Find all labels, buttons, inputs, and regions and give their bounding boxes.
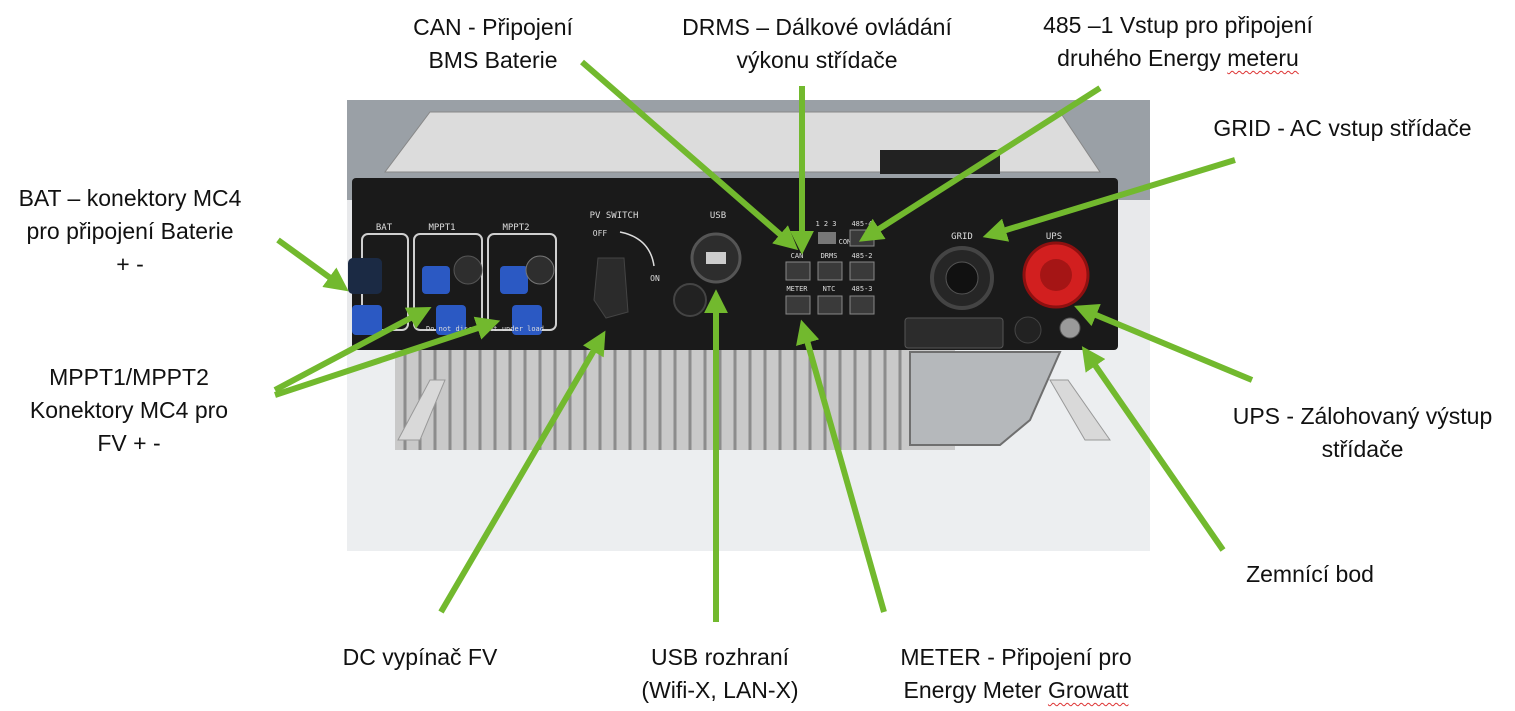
- label-mppt: MPPT1/MPPT2 Konektory MC4 pro FV + -: [0, 361, 258, 460]
- comm-ports: 1 2 3 COM 485-4 CAN DRMS 485-2 METER NTC…: [785, 220, 875, 315]
- label-mppt-line-3: FV + -: [97, 430, 161, 456]
- label-485-line-2b: meteru: [1227, 45, 1299, 71]
- label-bat: BAT – konektory MC4 pro připojení Bateri…: [0, 182, 260, 281]
- label-dc-switch: DC vypínač FV: [322, 641, 518, 674]
- pv-switch-knob[interactable]: [593, 257, 629, 319]
- label-mppt-line-2: Konektory MC4 pro: [29, 397, 229, 423]
- mppt1-panel-label: MPPT1: [428, 223, 455, 233]
- label-meter-line-1: METER - Připojení pro: [900, 644, 1132, 670]
- label-485-line-2a: druhého Energy: [1057, 45, 1228, 71]
- usb-panel-label: USB: [710, 211, 726, 221]
- label-485: 485 –1 Vstup pro připojení druhého Energ…: [1000, 9, 1356, 75]
- label-bat-line-3: + -: [116, 251, 144, 277]
- label-can: CAN - Připojení BMS Baterie: [393, 11, 593, 77]
- label-dc-switch-line-1: DC vypínač FV: [342, 644, 498, 670]
- vent-plug: [1014, 316, 1042, 344]
- label-ups-line-1: UPS - Zálohovaný výstup: [1232, 403, 1493, 429]
- label-can-line-2: BMS Baterie: [428, 47, 558, 73]
- port-485-3-label: 485-3: [851, 285, 872, 293]
- grid-panel-label: GRID: [951, 232, 973, 242]
- dip-numbers: 1 2 3: [815, 220, 836, 228]
- label-ground: Zemnící bod: [1225, 558, 1395, 591]
- label-usb: USB rozhraní (Wifi-X, LAN-X): [612, 641, 828, 707]
- pv-switch-panel-label: PV SWITCH: [590, 211, 639, 221]
- port-ntc[interactable]: [817, 295, 843, 315]
- label-usb-line-1: USB rozhraní: [650, 644, 790, 670]
- label-meter: METER - Připojení pro Energy Meter Growa…: [868, 641, 1164, 707]
- usb-slot: [706, 252, 726, 264]
- port-meter-label: METER: [786, 285, 808, 293]
- grid-connector-inner: [945, 261, 979, 295]
- port-can[interactable]: [785, 261, 811, 281]
- on-label: ON: [650, 274, 660, 283]
- mppt2-panel-label: MPPT2: [502, 223, 529, 233]
- label-meter-line-2: Energy Meter Growatt: [868, 674, 1164, 707]
- port-485-2-label: 485-2: [851, 252, 872, 260]
- bat-panel-label: BAT: [376, 223, 393, 233]
- label-meter-line-2a: Energy Meter: [903, 677, 1048, 703]
- port-drms-label: DRMS: [821, 252, 838, 260]
- label-grid: GRID - AC vstup střídače: [1170, 112, 1515, 145]
- label-drms-line-2: výkonu střídače: [736, 47, 898, 73]
- label-bat-line-2: pro připojení Baterie: [26, 218, 234, 244]
- inverter-display: [880, 150, 1000, 174]
- ground-screw[interactable]: [1059, 317, 1081, 339]
- ups-panel-label: UPS: [1046, 232, 1062, 242]
- com-label: COM: [839, 238, 852, 246]
- label-grid-line-1: GRID - AC vstup střídače: [1213, 115, 1472, 141]
- label-ground-line-1: Zemnící bod: [1246, 561, 1374, 587]
- label-mppt-line-1: MPPT1/MPPT2: [49, 364, 209, 390]
- label-bat-line-1: BAT – konektory MC4: [18, 185, 242, 211]
- label-drms: DRMS – Dálkové ovládání výkonu střídače: [652, 11, 982, 77]
- cover-plate: [909, 351, 1062, 446]
- label-drms-line-1: DRMS – Dálkové ovládání: [682, 14, 952, 40]
- warning-text: Do not disconnect under load: [426, 325, 544, 333]
- label-meter-line-2b: Growatt: [1047, 677, 1129, 703]
- label-usb-line-2: (Wifi-X, LAN-X): [641, 677, 799, 703]
- label-485-line-2: druhého Energy meteru: [1000, 42, 1356, 75]
- label-ups-line-2: střídače: [1321, 436, 1404, 462]
- label-485-line-1: 485 –1 Vstup pro připojení: [1043, 12, 1313, 38]
- port-meter[interactable]: [785, 295, 811, 315]
- port-ntc-label: NTC: [823, 285, 836, 293]
- heatsink: [395, 350, 955, 450]
- port-485-3[interactable]: [849, 295, 875, 315]
- port-485-4[interactable]: [849, 229, 875, 247]
- dip-switch[interactable]: [818, 232, 836, 244]
- label-can-line-1: CAN - Připojení: [413, 14, 573, 40]
- port-485-2[interactable]: [849, 261, 875, 281]
- port-drms[interactable]: [817, 261, 843, 281]
- port-485-4-label: 485-4: [851, 220, 872, 228]
- off-label: OFF: [593, 229, 608, 238]
- blank-plate: [904, 317, 1004, 349]
- usb-cap: [673, 283, 707, 317]
- port-can-label: CAN: [791, 252, 804, 260]
- ups-connector-inner: [1040, 259, 1072, 291]
- label-ups: UPS - Zálohovaný výstup střídače: [1210, 400, 1515, 466]
